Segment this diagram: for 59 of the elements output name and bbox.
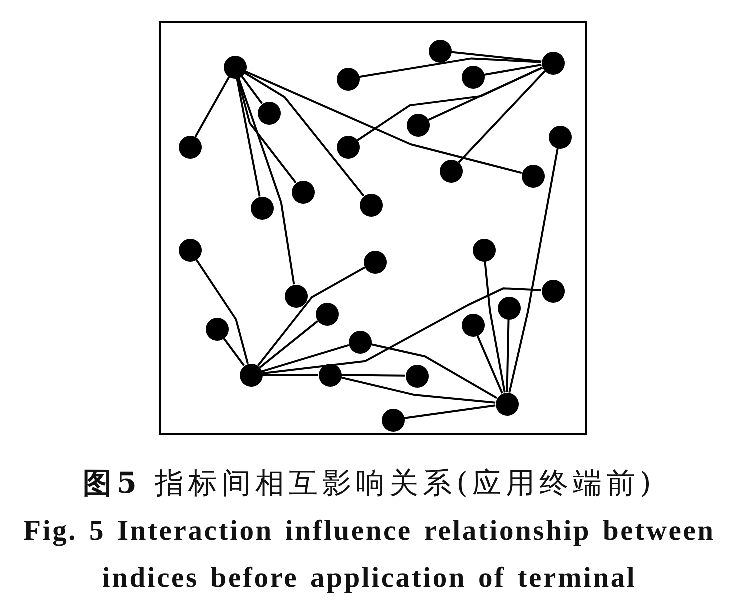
node-dot <box>440 160 462 182</box>
connector-line <box>506 319 510 393</box>
node-dot <box>178 238 202 262</box>
node-dot <box>316 302 338 326</box>
node-dot <box>336 68 360 90</box>
node-dot <box>542 52 564 74</box>
connector-line <box>359 58 542 78</box>
connector-line <box>194 76 230 138</box>
connector-line <box>508 148 559 394</box>
connector-line <box>262 374 318 376</box>
connector-line <box>451 51 542 63</box>
node-dot <box>318 364 342 386</box>
node-dot <box>240 364 262 386</box>
node-dot <box>224 56 246 78</box>
connector-line <box>257 266 366 367</box>
node-dot <box>206 318 228 340</box>
node-dot <box>548 126 572 148</box>
node-dot <box>472 238 496 262</box>
node-dot <box>360 194 382 216</box>
node-dot <box>462 314 484 336</box>
node-dot <box>292 180 314 204</box>
connector-line <box>476 335 504 394</box>
connector-line <box>484 261 506 393</box>
connector-line <box>357 66 543 142</box>
node-dot <box>406 364 428 388</box>
node-dot <box>382 408 404 432</box>
node-dot <box>428 40 452 62</box>
node-dot <box>336 136 360 158</box>
connector-line <box>371 344 498 400</box>
node-dot <box>258 102 280 124</box>
node-dot <box>348 330 372 354</box>
node-dot <box>496 392 518 416</box>
connector-line <box>241 76 263 104</box>
connector-line <box>341 374 406 377</box>
node-dot <box>250 196 274 220</box>
connector-line <box>223 338 245 366</box>
connector-line <box>404 404 496 420</box>
connector-line <box>262 288 542 375</box>
connector-line <box>244 72 365 197</box>
connector-line <box>340 376 496 404</box>
node-dot <box>178 136 202 158</box>
connector-line <box>484 64 542 76</box>
node-dot <box>542 280 564 302</box>
connector-line <box>236 78 261 197</box>
node-dot <box>364 250 386 274</box>
connector-line <box>458 70 546 164</box>
connector-line <box>196 259 249 364</box>
node-dot <box>406 114 430 136</box>
connector-line <box>238 78 296 285</box>
connector-line <box>428 66 543 122</box>
node-dot <box>462 66 484 88</box>
node-dot <box>522 164 544 188</box>
node-dot <box>498 296 520 320</box>
connector-line <box>259 320 319 369</box>
connector-line <box>262 344 350 373</box>
figure-caption: Fig. 5 Interaction influence relationship between indices before application of terminal <box>22 515 716 596</box>
connector-line <box>245 70 522 174</box>
figure-caption: 图5 指标间相互影响关系(应用终端前) <box>82 465 657 502</box>
node-dot <box>284 284 308 308</box>
